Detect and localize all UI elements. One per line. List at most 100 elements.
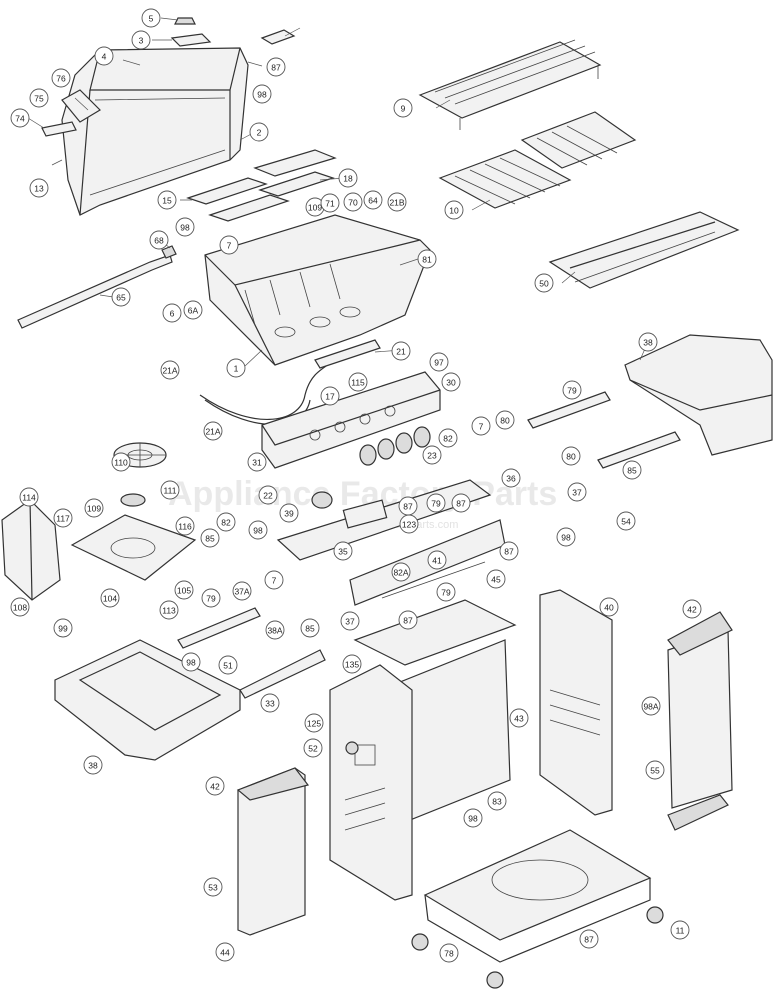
callout-35: 35 — [333, 541, 353, 561]
firebox-part — [204, 214, 431, 366]
callout-label: 38 — [88, 761, 98, 771]
callout-43: 43 — [509, 708, 529, 728]
callout-21A: 21A — [203, 421, 223, 441]
callout-label: 85 — [627, 466, 637, 476]
callout-label: 85 — [205, 534, 215, 544]
callout-13: 13 — [29, 178, 49, 198]
callout-label: 117 — [56, 514, 70, 524]
callout-label: 99 — [58, 624, 68, 634]
callout-115: 115 — [348, 372, 368, 392]
callout-42: 42 — [205, 776, 225, 796]
callout-79: 79 — [436, 582, 456, 602]
callout-label: 74 — [15, 114, 25, 124]
bottom-panel-part — [353, 599, 517, 666]
callout-17: 17 — [320, 386, 340, 406]
callout-label: 54 — [621, 517, 631, 527]
callout-53: 53 — [203, 877, 223, 897]
callout-78: 78 — [439, 943, 459, 963]
callout-22: 22 — [258, 485, 278, 505]
callout-98: 98 — [248, 520, 268, 540]
callout-label: 21A — [162, 366, 177, 376]
left-door-part — [236, 767, 310, 936]
callout-label: 98 — [468, 814, 478, 824]
callout-label: 43 — [514, 714, 524, 724]
callout-79: 79 — [201, 588, 221, 608]
callout-2: 2 — [249, 122, 269, 142]
cooking-grates-part — [438, 111, 637, 209]
callout-label: 125 — [307, 719, 321, 729]
callout-label: 98 — [561, 533, 571, 543]
callout-64: 64 — [363, 190, 383, 210]
callout-6A: 6A — [183, 300, 203, 320]
callout-37: 37 — [340, 611, 360, 631]
callout-87: 87 — [451, 493, 471, 513]
callout-label: 87 — [271, 63, 281, 73]
callout-87: 87 — [499, 541, 519, 561]
callout-1: 1 — [226, 358, 246, 378]
callout-85: 85 — [200, 528, 220, 548]
callout-3: 3 — [131, 30, 151, 50]
callout-label: 53 — [208, 883, 218, 893]
callout-label: 42 — [687, 605, 697, 615]
callout-label: 68 — [154, 236, 164, 246]
callout-label: 2 — [257, 128, 262, 138]
callout-label: 23 — [427, 451, 437, 461]
callout-label: 21B — [389, 198, 404, 208]
callout-label: 98 — [257, 90, 267, 100]
callout-label: 82 — [443, 434, 453, 444]
callout-label: 98 — [186, 658, 196, 668]
callout-label: 113 — [162, 606, 176, 616]
callout-85: 85 — [300, 618, 320, 638]
callout-label: 98 — [253, 526, 263, 536]
callout-31: 31 — [247, 452, 267, 472]
callout-label: 42 — [210, 782, 220, 792]
control-panel-part — [261, 371, 441, 509]
callout-38: 38 — [638, 332, 658, 352]
callout-label: 21 — [396, 347, 406, 357]
callout-21: 21 — [391, 341, 411, 361]
callout-71: 71 — [320, 193, 340, 213]
callout-label: 39 — [284, 509, 294, 519]
callout-87: 87 — [579, 929, 599, 949]
callout-label: 83 — [492, 797, 502, 807]
callout-label: 114 — [22, 493, 36, 503]
callout-98: 98 — [181, 652, 201, 672]
callout-label: 65 — [116, 293, 126, 303]
callout-9: 9 — [393, 98, 413, 118]
callout-label: 115 — [351, 378, 365, 388]
callout-label: 104 — [103, 594, 117, 604]
callout-label: 87 — [584, 935, 594, 945]
bracket-38-left — [239, 649, 326, 699]
callout-label: 80 — [566, 452, 576, 462]
callout-label: 41 — [432, 556, 442, 566]
callout-label: 87 — [456, 499, 466, 509]
callout-110: 110 — [111, 452, 131, 472]
callout-label: 38 — [643, 338, 653, 348]
cart-base-part — [411, 829, 664, 989]
callout-21B: 21B — [387, 192, 407, 212]
callout-label: 123 — [402, 520, 416, 530]
callout-label: 18 — [343, 174, 353, 184]
callout-38A: 38A — [265, 620, 285, 640]
callout-label: 109 — [87, 504, 101, 514]
callout-label: 87 — [403, 502, 413, 512]
callout-116: 116 — [175, 516, 195, 536]
callout-21A: 21A — [160, 360, 180, 380]
callout-label: 116 — [178, 522, 192, 532]
callout-98A: 98A — [641, 696, 661, 716]
callout-label: 10 — [449, 206, 459, 216]
callout-51: 51 — [218, 655, 238, 675]
callout-label: 97 — [434, 358, 444, 368]
callout-79: 79 — [562, 380, 582, 400]
callout-label: 81 — [422, 255, 432, 265]
bracket-37-left — [177, 607, 261, 649]
callout-113: 113 — [159, 600, 179, 620]
callout-label: 80 — [500, 416, 510, 426]
callout-label: 6 — [170, 309, 175, 319]
callout-52: 52 — [303, 738, 323, 758]
callout-label: 1 — [234, 364, 239, 374]
callout-7: 7 — [471, 416, 491, 436]
callout-80: 80 — [561, 446, 581, 466]
callout-68: 68 — [149, 230, 169, 250]
